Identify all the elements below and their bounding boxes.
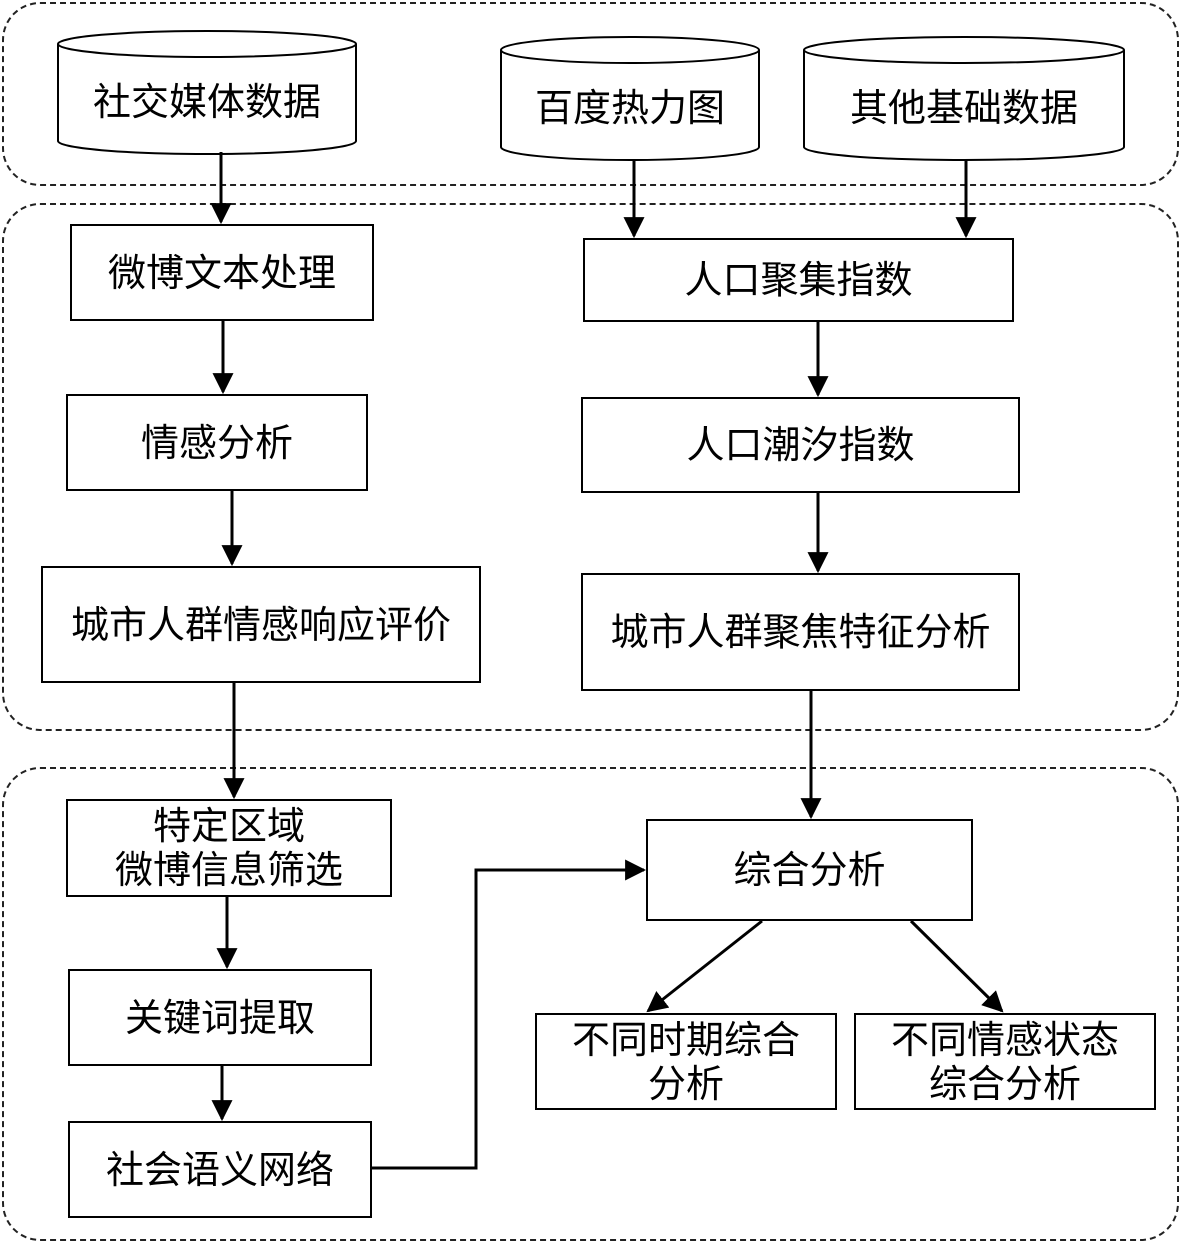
baidu-heatmap-data-source: 百度热力图 xyxy=(500,36,760,161)
emotion-response-evaluation-box: 城市人群情感响应评价 xyxy=(41,566,481,683)
emotion-response-evaluation-label: 城市人群情感响应评价 xyxy=(70,602,451,647)
keyword-extraction-box: 关键词提取 xyxy=(68,969,372,1066)
region-weibo-filter-box: 特定区域 微博信息筛选 xyxy=(66,799,392,897)
social-media-data-label: 社交媒体数据 xyxy=(92,80,321,124)
data-source-group xyxy=(2,2,1179,186)
emotion-state-analysis-line-1: 不同情感状态 xyxy=(890,1017,1119,1062)
cylinder-shape xyxy=(500,36,760,161)
crowd-focus-analysis-box: 城市人群聚焦特征分析 xyxy=(581,573,1020,691)
comprehensive-analysis-box: 综合分析 xyxy=(646,819,973,921)
region-weibo-filter-line-1: 特定区域 xyxy=(152,804,305,848)
keyword-extraction-label: 关键词提取 xyxy=(124,995,315,1040)
population-tidal-index-label: 人口潮汐指数 xyxy=(686,423,915,467)
weibo-text-processing-label: 微博文本处理 xyxy=(107,250,336,295)
period-comprehensive-analysis-box: 不同时期综合 分析 xyxy=(535,1013,837,1110)
social-semantic-network-box: 社会语义网络 xyxy=(68,1121,372,1218)
crowd-focus-analysis-label: 城市人群聚焦特征分析 xyxy=(610,610,991,654)
population-aggregation-index-box: 人口聚集指数 xyxy=(583,238,1014,322)
other-basic-data-source: 其他基础数据 xyxy=(803,36,1125,161)
cylinder-shape xyxy=(57,30,357,155)
social-semantic-network-label: 社会语义网络 xyxy=(105,1147,334,1192)
cylinder-shape xyxy=(803,36,1125,161)
period-analysis-line-2: 分析 xyxy=(647,1061,724,1106)
sentiment-analysis-label: 情感分析 xyxy=(140,420,293,465)
comprehensive-analysis-label: 综合分析 xyxy=(733,848,886,892)
weibo-text-processing-box: 微博文本处理 xyxy=(70,224,374,321)
population-tidal-index-box: 人口潮汐指数 xyxy=(581,397,1020,493)
processing-group xyxy=(2,203,1179,731)
analysis-group xyxy=(2,767,1179,1241)
period-analysis-line-1: 不同时期综合 xyxy=(571,1017,800,1062)
social-media-data-source: 社交媒体数据 xyxy=(57,30,357,155)
sentiment-analysis-box: 情感分析 xyxy=(66,394,368,491)
baidu-heatmap-label: 百度热力图 xyxy=(534,86,725,130)
emotion-state-analysis-line-2: 综合分析 xyxy=(928,1061,1081,1106)
region-weibo-filter-line-2: 微博信息筛选 xyxy=(114,848,343,892)
other-basic-data-label: 其他基础数据 xyxy=(849,86,1078,130)
emotion-state-analysis-box: 不同情感状态 综合分析 xyxy=(854,1013,1156,1110)
population-aggregation-index-label: 人口聚集指数 xyxy=(684,258,913,302)
